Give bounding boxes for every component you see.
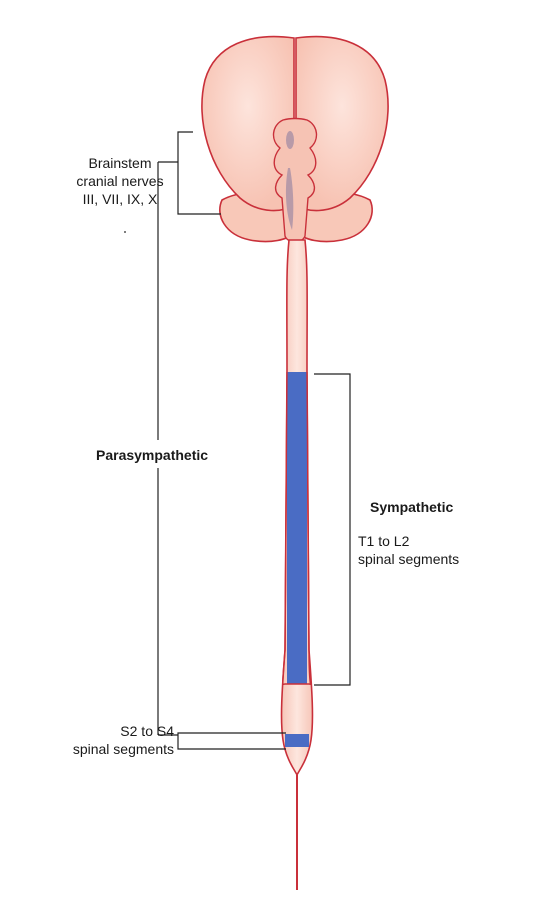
thoracolumbar-line-1: T1 to L2 [358, 533, 410, 549]
thoracolumbar-line-2: spinal segments [358, 551, 460, 567]
brainstem [272, 117, 318, 243]
brainstem-bracket [177, 131, 221, 215]
sacral-parasympathetic-region [285, 734, 309, 747]
brainstem-line-2: cranial nerves [76, 173, 164, 189]
sympathetic-label: Sympathetic [370, 499, 454, 515]
parasympathetic-bracket [157, 161, 178, 736]
brainstem-line-3: III, VII, IX, X [82, 191, 158, 207]
sacral-line-1: S2 to S4 [120, 723, 174, 739]
brainstem-label: Brainstem cranial nerves III, VII, IX, X [68, 154, 172, 208]
sacral-bracket [177, 732, 286, 750]
sympathetic-region [287, 372, 307, 684]
spinal-cord [280, 239, 314, 890]
sympathetic-bracket [314, 373, 351, 686]
thoracolumbar-label: T1 to L2 spinal segments [358, 532, 498, 568]
cerebrum [201, 35, 389, 212]
sacral-line-2: spinal segments [72, 741, 174, 757]
sacral-label: S2 to S4 spinal segments [56, 722, 174, 758]
parasympathetic-label: Parasympathetic [96, 447, 209, 463]
speck [124, 231, 126, 233]
brainstem-line-1: Brainstem [88, 155, 152, 171]
